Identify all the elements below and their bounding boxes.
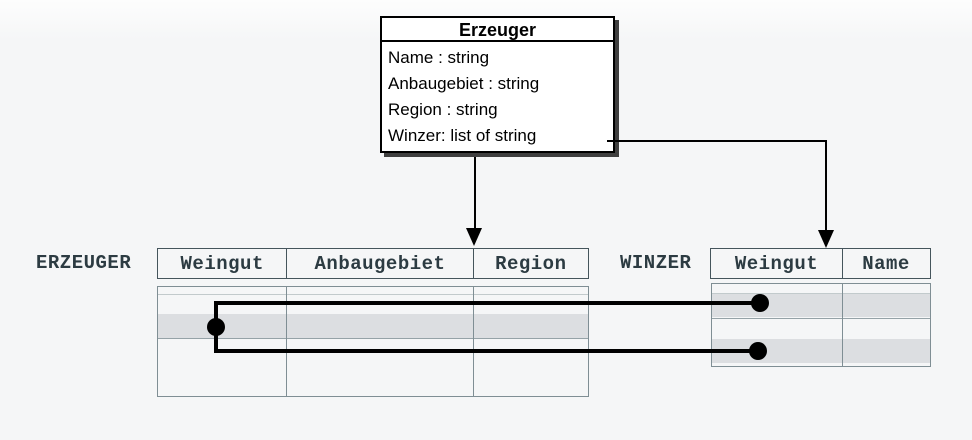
erzeuger-column-divider <box>286 287 287 396</box>
uml-class-box: Erzeuger Name : string Anbaugebiet : str… <box>380 16 615 153</box>
arrow-line-winzer-vertical <box>825 140 827 230</box>
winzer-highlight-row-1 <box>712 294 930 317</box>
arrow-down-erzeuger-icon <box>466 228 482 246</box>
erzeuger-column-anbaugebiet: Anbaugebiet <box>286 249 472 278</box>
winzer-row-line <box>712 293 930 294</box>
erzeuger-row-line <box>158 338 588 339</box>
winzer-table-header: Weingut Name <box>710 248 931 279</box>
erzeuger-highlight-row <box>158 314 588 338</box>
erzeuger-table-body <box>157 286 589 397</box>
erzeuger-table-label: ERZEUGER <box>36 252 132 274</box>
relation-dot-winzer-1 <box>751 294 769 312</box>
arrow-down-winzer-icon <box>818 230 834 248</box>
erzeuger-table-header: Weingut Anbaugebiet Region <box>157 248 589 279</box>
class-attribute-list: Name : string Anbaugebiet : string Regio… <box>382 42 613 149</box>
winzer-table-label: WINZER <box>620 252 692 274</box>
arrow-line-class-to-erzeuger <box>474 157 476 229</box>
erzeuger-column-region: Region <box>472 249 588 278</box>
relation-line-upper <box>214 301 760 305</box>
winzer-column-name: Name <box>842 249 929 278</box>
relation-dot-erzeuger <box>207 318 225 336</box>
relation-line-lower <box>214 349 758 353</box>
class-attribute-name: Name : string <box>388 48 490 67</box>
class-attribute-anbaugebiet: Anbaugebiet : string <box>388 74 540 93</box>
class-attribute-region: Region : string <box>388 100 498 119</box>
winzer-row-line <box>712 318 930 319</box>
erzeuger-column-weingut: Weingut <box>180 252 264 275</box>
winzer-table-body <box>711 283 931 367</box>
erzeuger-row-line <box>158 294 588 295</box>
relation-dot-winzer-2 <box>749 342 767 360</box>
arrow-line-winzer-horizontal <box>607 140 827 142</box>
winzer-column-divider <box>842 284 843 366</box>
class-attribute-winzer: Winzer: list of string <box>388 126 537 145</box>
class-title: Erzeuger <box>382 18 613 42</box>
erzeuger-column-divider <box>473 287 474 396</box>
winzer-column-weingut: Weingut <box>734 252 819 275</box>
